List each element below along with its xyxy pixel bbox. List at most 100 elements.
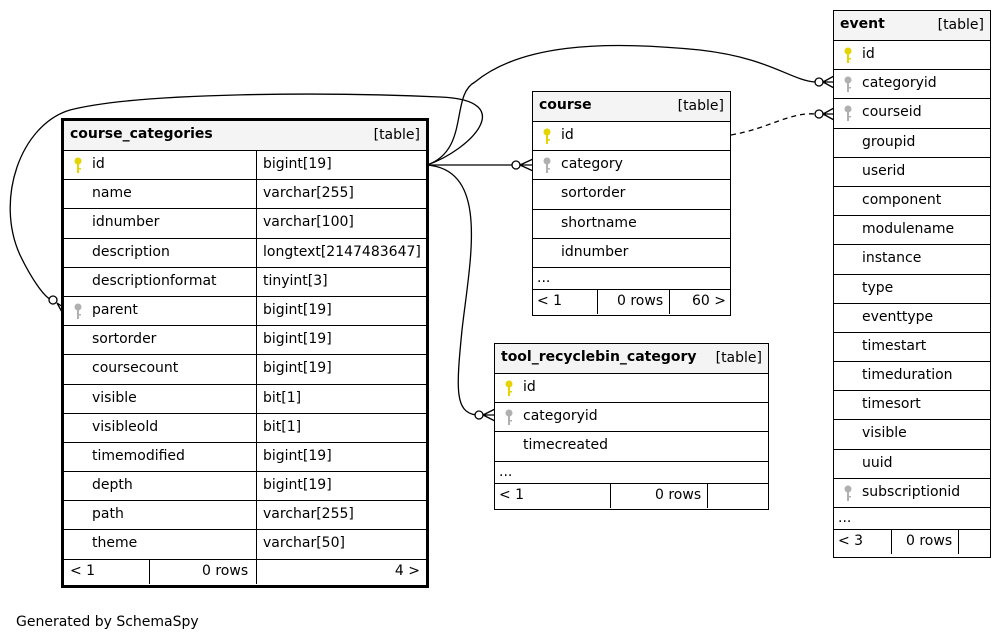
column-name: theme [92,535,138,552]
column-row[interactable]: sortorder [533,180,730,210]
column-type: bigint[19] [263,360,332,377]
optional-circle-icon [814,77,824,87]
column-row[interactable]: descriptionformat tinyint[3] [64,267,426,297]
column-name: instance [862,250,922,267]
link-event-courseid [730,113,816,136]
column-divider: varchar[50] [256,530,345,559]
column-name: sortorder [92,331,157,348]
table-type: [table] [715,350,762,366]
column-type: bit[1] [263,389,302,406]
table-type: [table] [937,17,984,33]
yellow-key-icon [74,157,82,173]
column-divider: bigint[19] [256,151,332,180]
column-type: bigint[19] [263,331,332,348]
column-row[interactable]: id [834,41,990,71]
column-row[interactable]: modulename [834,216,990,246]
gray-key-icon [505,409,513,426]
column-type: bit[1] [263,418,302,435]
column-name: visible [92,389,137,406]
link-event-categoryid [426,44,816,166]
gray-key-icon [844,76,852,93]
column-row[interactable]: instance [834,245,990,275]
table-name: event [840,16,885,32]
column-row[interactable]: component [834,187,990,217]
column-name: descriptionformat [92,272,217,289]
column-row[interactable]: timeduration [834,362,990,392]
column-name: categoryid [862,75,937,92]
column-type: bigint[19] [263,156,332,172]
table-type: [table] [373,127,420,143]
row-count: 0 rows [655,486,702,503]
column-row[interactable]: category [533,151,730,181]
column-divider: bigint[19] [256,472,332,501]
optional-circle-icon [474,410,484,420]
parents-count[interactable]: < 1 [537,292,563,309]
parents-count[interactable]: < 1 [499,486,525,503]
parents-count[interactable]: < 3 [838,533,864,549]
column-name: depth [92,477,133,494]
gray-key-icon [74,303,82,319]
column-row[interactable]: userid [834,158,990,187]
column-row[interactable]: idnumber [533,239,730,268]
table-type: [table] [677,98,724,114]
column-divider: bigint[19] [256,326,332,355]
column-row[interactable]: visible bit[1] [64,384,426,414]
table-footer: < 1 0 rows [495,483,768,508]
column-row[interactable]: id [495,374,768,404]
column-name: sortorder [561,185,626,202]
column-name: userid [862,162,906,179]
column-divider: bigint[19] [256,355,332,384]
yellow-key-icon [543,128,551,144]
column-row[interactable]: timesort [834,391,990,421]
table-name: course [539,97,592,113]
column-row[interactable]: eventtype [834,304,990,333]
children-count[interactable]: 60 > [692,292,726,309]
column-type: bigint[19] [263,447,332,464]
column-row[interactable]: visible [834,420,990,450]
column-name: visible [862,425,907,442]
table-course[interactable]: course [table] id category sortorder shortn… [532,91,731,316]
gray-key-icon [844,485,852,501]
column-divider: varchar[100] [256,209,354,238]
column-name: timecreated [523,437,608,454]
children-count[interactable]: 4 > [394,562,420,579]
column-name: modulename [862,221,955,238]
column-type: varchar[100] [263,214,354,231]
parents-count[interactable]: < 1 [70,562,96,579]
column-row[interactable]: type [834,275,990,304]
more-columns: ... [834,508,990,530]
column-row[interactable]: sortorder bigint[19] [64,326,426,356]
column-row[interactable]: timecreated [495,432,768,462]
column-row[interactable]: id [533,122,730,152]
table-header: tool_recyclebin_category [table] [495,344,768,374]
column-row[interactable]: shortname [533,210,730,239]
column-row[interactable]: subscriptionid [834,479,990,508]
column-name: uuid [862,454,893,471]
more-columns: ... [533,268,730,290]
column-name: path [92,506,124,523]
column-row[interactable]: categoryid [834,70,990,100]
column-row[interactable]: depth bigint[19] [64,472,426,502]
column-type: tinyint[3] [263,272,328,289]
column-row[interactable]: categoryid [495,403,768,433]
column-row[interactable]: uuid [834,450,990,479]
column-name: id [561,127,574,143]
column-row[interactable]: courseid [834,99,990,129]
column-row[interactable]: groupid [834,129,990,158]
column-row[interactable]: timestart [834,333,990,363]
column-row[interactable]: theme varchar[50] [64,530,426,560]
column-type: varchar[50] [263,535,345,552]
